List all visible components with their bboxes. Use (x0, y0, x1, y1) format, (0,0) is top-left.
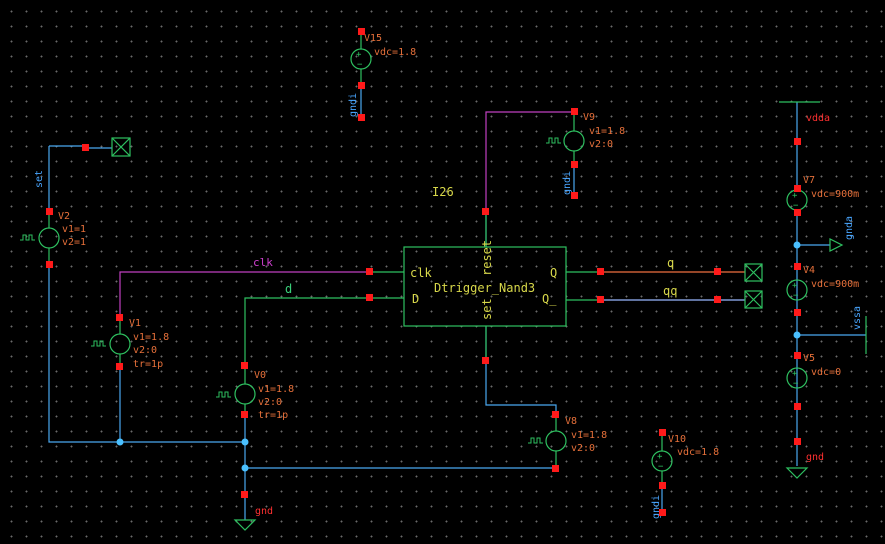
net-label-q: q (667, 256, 674, 270)
v9-pulse-source-icon[interactable] (546, 112, 585, 165)
v7-param: vdc=900m (811, 189, 859, 200)
dtrigger-block[interactable]: I26 Dtrigger_Nand3 clk D Q Q_ reset set (370, 185, 601, 360)
v15-dc-source-icon[interactable]: + − (350, 32, 372, 86)
net-label-qq: qq (663, 284, 677, 298)
v9-p1: v1=1.8 (589, 126, 625, 137)
net-label-gndi-v15: gndi (348, 93, 359, 117)
set-net-wire[interactable] (48, 145, 112, 211)
ground-right-icon (785, 467, 809, 479)
v4-dc-source-icon[interactable]: + − (786, 279, 808, 301)
v2-p1: v1=1 (62, 224, 86, 235)
net-label-gnda: gnda (844, 216, 855, 240)
net-label-gnd-left: gnd (255, 506, 273, 517)
net-label-vssa: vssa (852, 306, 863, 330)
v15-name: V15 (364, 33, 382, 44)
net-label-gndi-v9: gndi (562, 171, 573, 195)
svg-text:+: + (792, 191, 798, 201)
v0-pulse-source-icon[interactable] (216, 365, 256, 415)
set-port-icon[interactable] (111, 137, 131, 157)
svg-text:−: − (357, 60, 363, 70)
v8-p2: v2:0 (571, 443, 595, 454)
d-wire[interactable] (244, 297, 370, 365)
v9-name: V9 (583, 112, 595, 123)
net-label-gndi-v10: gndi (651, 495, 662, 519)
net-label-set: set (34, 170, 45, 188)
v8-name: V8 (565, 416, 577, 427)
svg-text:−: − (793, 201, 799, 211)
v1-pulse-source-icon[interactable] (91, 318, 131, 367)
set-pin-wire[interactable] (485, 326, 557, 415)
pin-label-qq: Q_ (542, 292, 557, 306)
v1-p3: tr=1p (133, 359, 163, 370)
v7-name: V7 (803, 175, 815, 186)
v0-p3: tr=1p (258, 410, 288, 421)
v2-pulse-source-icon[interactable] (20, 211, 60, 264)
v15-param: vdc=1.8 (374, 47, 416, 58)
net-label-vdda: vdda (806, 113, 830, 124)
svg-text:+: + (356, 50, 362, 60)
instance-name: I26 (432, 185, 454, 199)
v9-p2: v2:0 (589, 139, 613, 150)
cell-name: Dtrigger_Nand3 (434, 281, 535, 295)
pin-label-q: Q (550, 266, 557, 280)
v0-name: V0 (254, 370, 266, 381)
svg-text:+: + (792, 369, 798, 379)
v0-p2: v2:0 (258, 397, 282, 408)
v5-dc-source-icon[interactable]: + − (786, 367, 808, 389)
pin-markers (46, 28, 801, 516)
v8-p1: v1=1.8 (571, 430, 607, 441)
v10-param: vdc=1.8 (677, 447, 719, 458)
net-label-gnd-right: gnd (806, 452, 824, 463)
pin-label-d: D (412, 292, 419, 306)
v10-name: V10 (668, 434, 686, 445)
ground-left-icon (233, 519, 257, 531)
svg-text:−: − (793, 291, 799, 301)
gnda-arrow-icon (829, 238, 844, 252)
wires[interactable] (48, 86, 866, 520)
pin-label-reset: reset (480, 240, 494, 276)
v2-p2: v2=1 (62, 237, 86, 248)
svg-text:+: + (657, 452, 663, 462)
v2-name: V2 (58, 211, 70, 222)
v5-param: vdc=0 (811, 367, 841, 378)
v1-p2: v2:0 (133, 345, 157, 356)
v2-ground-wire[interactable] (48, 264, 245, 443)
svg-text:−: − (793, 379, 799, 389)
v0-p1: v1=1.8 (258, 384, 294, 395)
clk-wire[interactable] (119, 271, 370, 318)
pin-label-set: set (480, 298, 494, 320)
junction-dots (116, 241, 801, 472)
v5-name: V5 (803, 353, 815, 364)
v4-name: V4 (803, 265, 815, 276)
qq-port-icon[interactable] (744, 290, 763, 309)
svg-text:−: − (658, 462, 664, 472)
svg-text:+: + (792, 281, 798, 291)
v1-name: V1 (129, 318, 141, 329)
q-port-icon[interactable] (744, 263, 763, 282)
v9-reset-wire[interactable] (485, 111, 574, 212)
pin-label-clk: clk (410, 266, 432, 280)
net-label-d: d (285, 282, 292, 296)
net-label-clk: clk (253, 256, 273, 269)
v4-param: vdc=900m (811, 279, 859, 290)
v1-p1: v1=1.8 (133, 332, 169, 343)
v8-pulse-source-icon[interactable] (528, 415, 567, 468)
